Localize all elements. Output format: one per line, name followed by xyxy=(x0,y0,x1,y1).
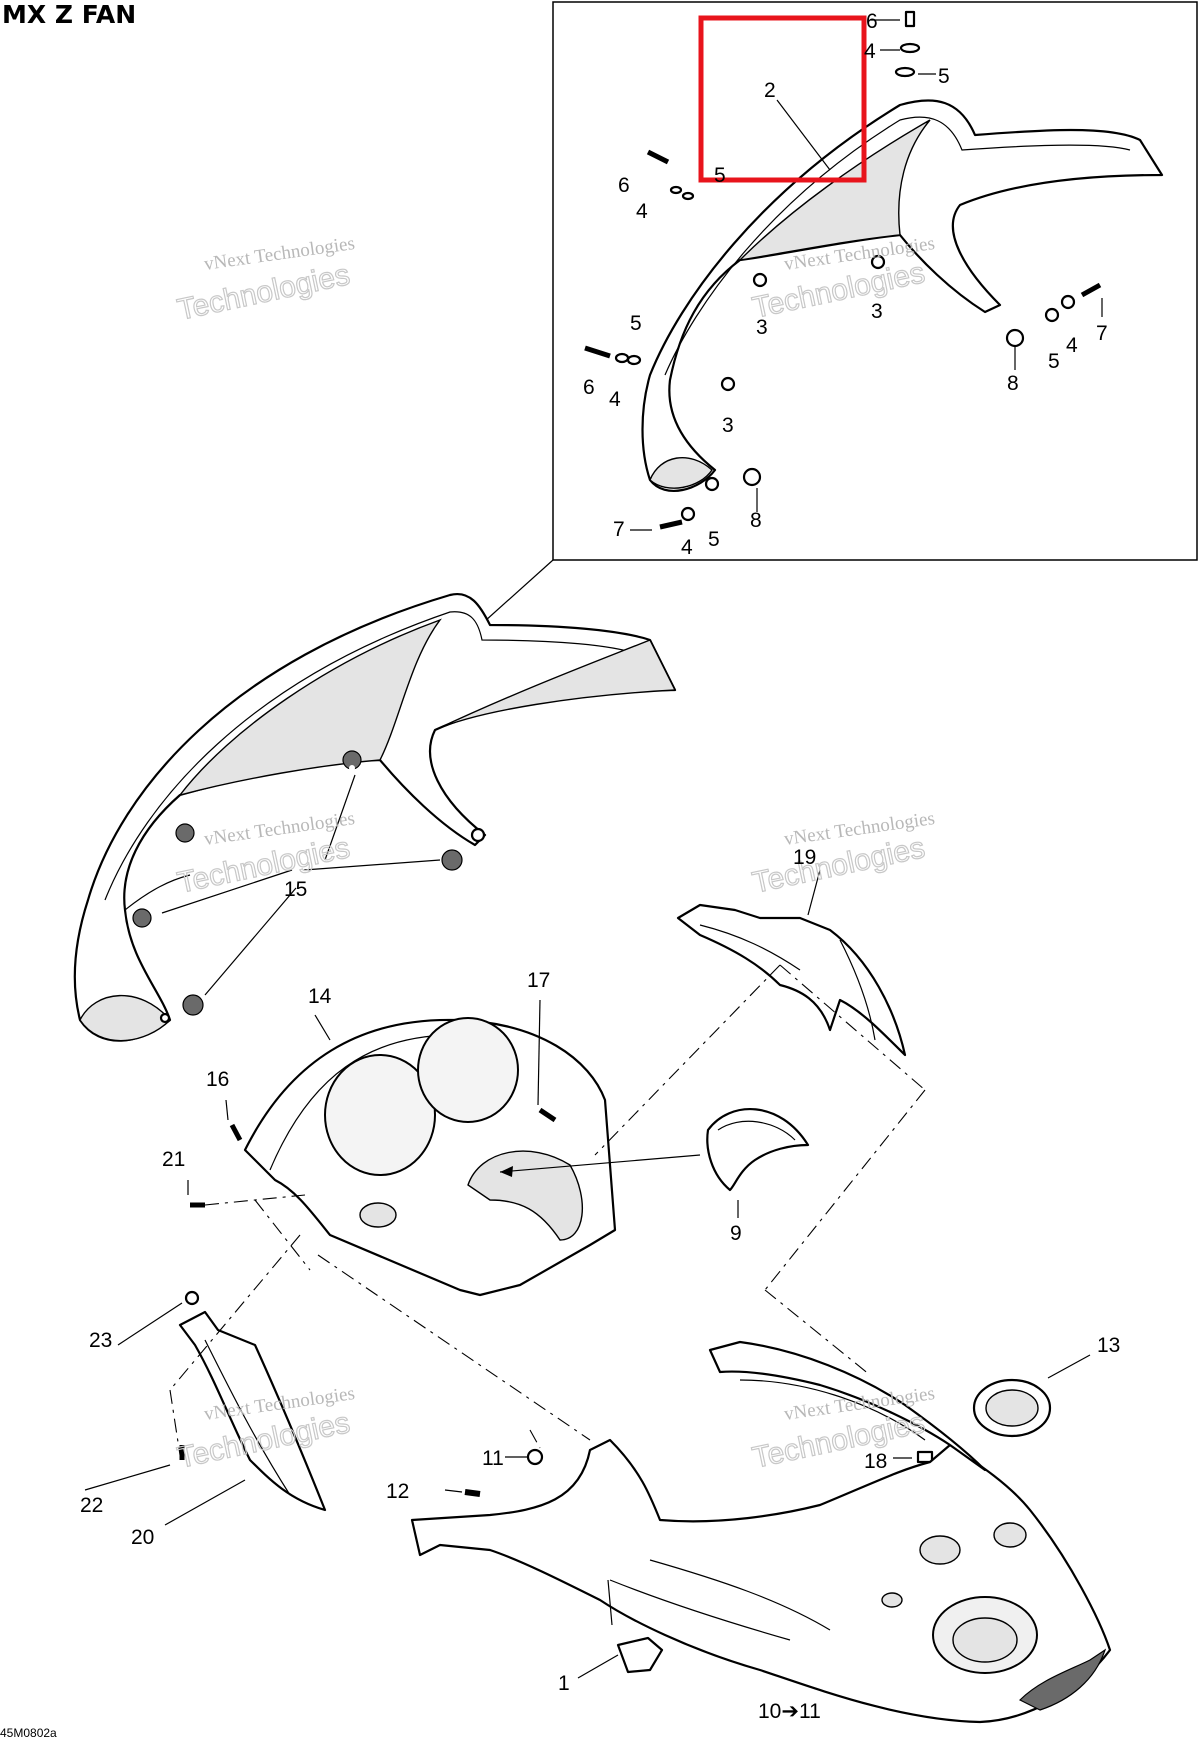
cover-9 xyxy=(706,1108,810,1218)
callout-labels: 2 3 3 3 4 4 4 4 4 5 5 5 5 5 6 6 6 7 7 8 … xyxy=(80,10,1120,1723)
highlight-box xyxy=(698,15,867,183)
callout-4: 4 xyxy=(609,388,621,411)
bracket-1 xyxy=(577,1579,664,1679)
windshield xyxy=(73,592,677,1042)
callout-6: 6 xyxy=(583,376,595,399)
callout-4: 4 xyxy=(1066,334,1078,357)
callout-9: 9 xyxy=(730,1222,742,1245)
callout-12: 12 xyxy=(386,1480,409,1503)
side-panel-20 xyxy=(84,1302,327,1526)
leaders-misc xyxy=(187,999,912,1493)
callout-5: 5 xyxy=(630,312,642,335)
callout-5: 5 xyxy=(1048,350,1060,373)
ring-13 xyxy=(972,1354,1091,1438)
callout-17: 17 xyxy=(527,969,550,992)
callout-4: 4 xyxy=(681,536,693,559)
callout-7: 7 xyxy=(1096,322,1108,345)
small-hardware xyxy=(179,1107,934,1497)
callout-5: 5 xyxy=(708,528,720,551)
grommet-leaders xyxy=(161,774,441,996)
callout-15: 15 xyxy=(284,878,307,901)
detail-inset-frame xyxy=(552,1,1198,561)
bottom-pan xyxy=(410,1340,1112,1724)
inset-hardware xyxy=(584,10,1102,530)
drawing-code: 45M0802a xyxy=(0,1726,57,1740)
callout-10-11: 10➔11 xyxy=(758,1700,821,1723)
callout-3: 3 xyxy=(756,316,768,339)
callout-23: 23 xyxy=(89,1329,112,1352)
callout-4: 4 xyxy=(864,40,876,63)
callout-13: 13 xyxy=(1097,1334,1120,1357)
callout-6: 6 xyxy=(618,174,630,197)
inset-windshield xyxy=(641,99,1164,492)
alignment-lines xyxy=(169,964,926,1456)
callout-22: 22 xyxy=(80,1494,103,1517)
callout-5: 5 xyxy=(938,65,950,88)
callout-11: 11 xyxy=(482,1447,504,1470)
console-14 xyxy=(243,1014,617,1297)
callout-1: 1 xyxy=(558,1672,570,1695)
grommets xyxy=(132,750,486,1024)
callout-3: 3 xyxy=(722,414,734,437)
inset-leaders xyxy=(630,19,1103,531)
callout-8: 8 xyxy=(750,509,762,532)
callout-19: 19 xyxy=(793,846,816,869)
diagram-title: MX Z FAN xyxy=(2,0,137,29)
callout-4: 4 xyxy=(636,200,648,223)
callout-8: 8 xyxy=(1007,372,1019,395)
svg-text:Technologies: Technologies xyxy=(175,258,353,327)
callout-21: 21 xyxy=(162,1148,185,1171)
callout-16: 16 xyxy=(206,1068,229,1091)
callout-7: 7 xyxy=(613,518,625,541)
callout-5: 5 xyxy=(714,164,726,187)
callout-18: 18 xyxy=(864,1450,887,1473)
callout-20: 20 xyxy=(131,1526,154,1549)
callout-3: 3 xyxy=(871,300,883,323)
callout-2: 2 xyxy=(764,79,776,102)
callout-14: 14 xyxy=(308,985,332,1008)
detail-pointer-line xyxy=(474,559,554,631)
deflector-19 xyxy=(676,869,907,1057)
watermarks: vNext Technologies Technologies vNext Te… xyxy=(174,233,936,1475)
callout-6: 6 xyxy=(866,10,878,33)
